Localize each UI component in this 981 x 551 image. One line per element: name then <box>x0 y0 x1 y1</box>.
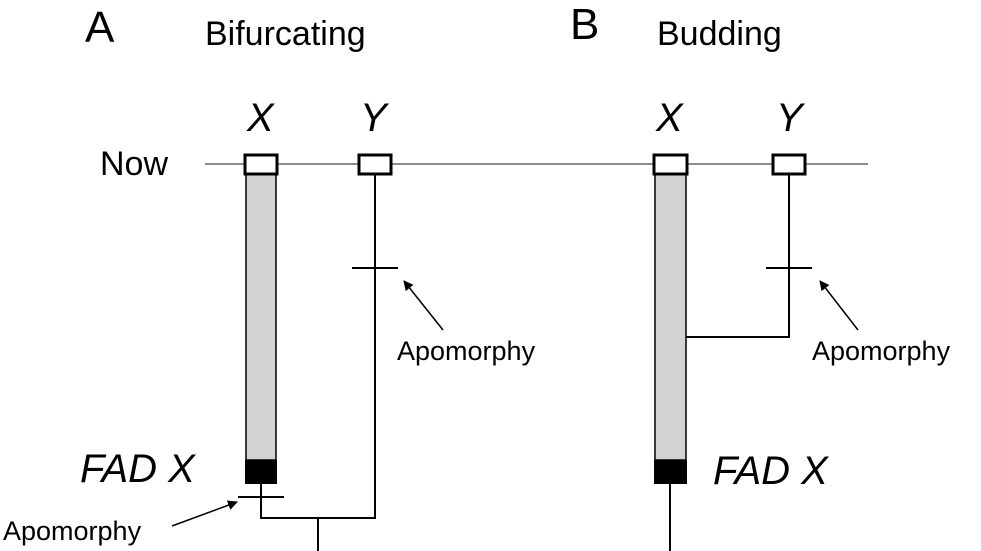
panel-a-now-box-x <box>243 153 279 176</box>
panel-a-apomorphy-arrow-lower <box>171 500 238 527</box>
panel-b-apomorphy-label: Apomorphy <box>812 336 951 366</box>
panel-b-apomorphy-arrow <box>819 280 859 331</box>
panel-a-letter: A <box>85 3 115 52</box>
panel-a-apomorphy-label-lower: Apomorphy <box>3 516 142 546</box>
panel-a-range-bar-x <box>245 173 277 461</box>
panel-b-taxon-x: X <box>655 96 684 140</box>
panel-a-fad-label: FAD X <box>80 447 196 491</box>
panel-a-now-box-y <box>357 153 393 176</box>
panel-b-fad-block <box>654 460 687 484</box>
panel-a-taxon-x: X <box>246 96 275 140</box>
panel-a-apomorphy-arrow-upper <box>403 280 444 331</box>
now-label: Now <box>100 145 168 183</box>
panel-a: A Bifurcating X Y FAD X Apomorphy Apomor… <box>3 3 536 551</box>
panel-b-range-bar-x <box>654 173 687 461</box>
panel-b: B Budding X Y FAD X Apomorphy <box>570 0 951 551</box>
panel-b-taxon-y: Y <box>776 96 806 140</box>
panel-a-fad-block <box>245 460 277 484</box>
panel-a-title: Bifurcating <box>205 15 366 53</box>
panel-b-title: Budding <box>657 15 782 53</box>
panel-a-apomorphy-label-upper: Apomorphy <box>397 336 536 366</box>
panel-b-fad-label: FAD X <box>713 449 829 493</box>
panel-b-letter: B <box>570 0 599 49</box>
panel-b-now-box-y <box>771 153 807 176</box>
panel-a-taxon-y: Y <box>360 96 390 140</box>
panel-b-now-box-x <box>652 153 689 176</box>
